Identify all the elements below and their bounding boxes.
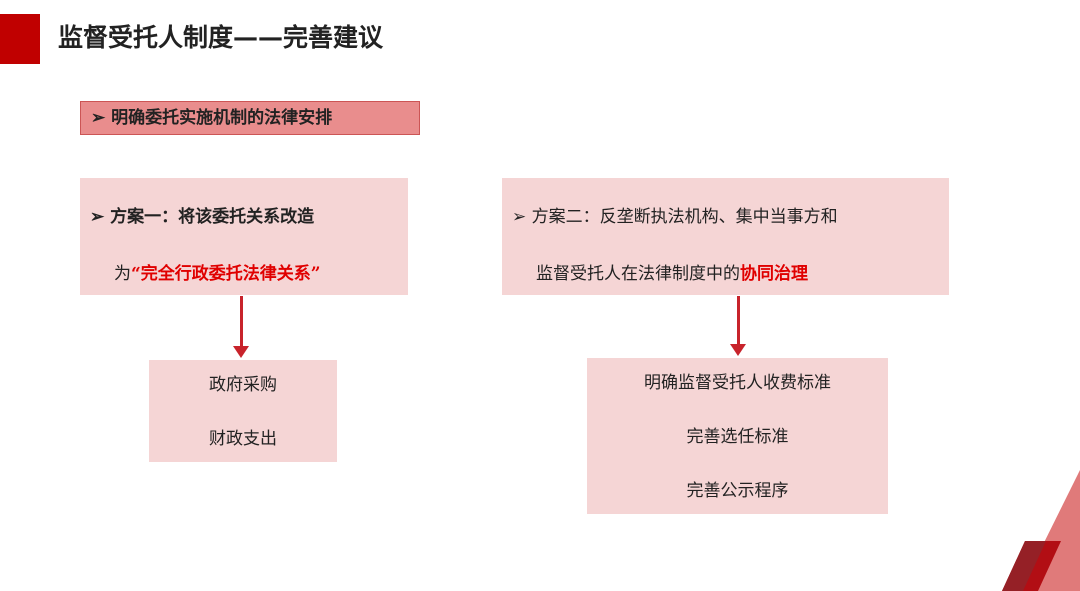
corner-decoration xyxy=(1002,470,1080,591)
result-item: 财政支出 xyxy=(209,429,277,449)
bullet-arrow-icon: ➢ xyxy=(90,207,111,227)
bullet-arrow-icon: ➢ xyxy=(512,207,532,227)
result-one-box: 政府采购 财政支出 xyxy=(149,360,337,462)
result-two-box: 明确监督受托人收费标准 完善选任标准 完善公示程序 xyxy=(587,358,888,514)
arrow-head-icon xyxy=(730,344,746,356)
option-one-text: 方案一：将该委托关系改造 xyxy=(110,207,315,227)
section-header: ➢ 明确委托实施机制的法律安排 xyxy=(80,101,420,135)
page-title: 监督受托人制度——完善建议 xyxy=(58,23,384,52)
arrow-head-icon xyxy=(233,346,249,358)
option-two-line1: ➢ 方案二：反垄断执法机构、集中当事方和 xyxy=(512,202,949,232)
option-one-line1: ➢ 方案一：将该委托关系改造 xyxy=(90,202,408,232)
result-item: 政府采购 xyxy=(209,375,277,395)
section-header-text: 明确委托实施机制的法律安排 xyxy=(111,108,333,128)
option-two-text: 方案二：反垄断执法机构、集中当事方和 xyxy=(531,207,838,227)
option-two-highlight: 协同治理 xyxy=(740,264,808,284)
result-item: 完善公示程序 xyxy=(686,481,789,501)
option-two-prefix: 监督受托人在法律制度中的 xyxy=(536,264,740,284)
option-one-box: ➢ 方案一：将该委托关系改造 为“完全行政委托法律关系” xyxy=(80,178,408,295)
option-one-prefix: 为 xyxy=(114,264,131,284)
arrow-down-icon xyxy=(240,296,243,346)
title-accent-bar xyxy=(0,14,40,64)
option-two-line2: 监督受托人在法律制度中的协同治理 xyxy=(512,259,949,289)
result-item: 明确监督受托人收费标准 xyxy=(644,373,831,393)
result-item: 完善选任标准 xyxy=(686,427,789,447)
bullet-arrow-icon: ➢ xyxy=(91,108,112,128)
option-one-highlight: “完全行政委托法律关系” xyxy=(131,264,321,284)
option-one-line2: 为“完全行政委托法律关系” xyxy=(90,259,408,289)
option-two-box: ➢ 方案二：反垄断执法机构、集中当事方和 监督受托人在法律制度中的协同治理 xyxy=(502,178,949,295)
arrow-down-icon xyxy=(737,296,740,344)
